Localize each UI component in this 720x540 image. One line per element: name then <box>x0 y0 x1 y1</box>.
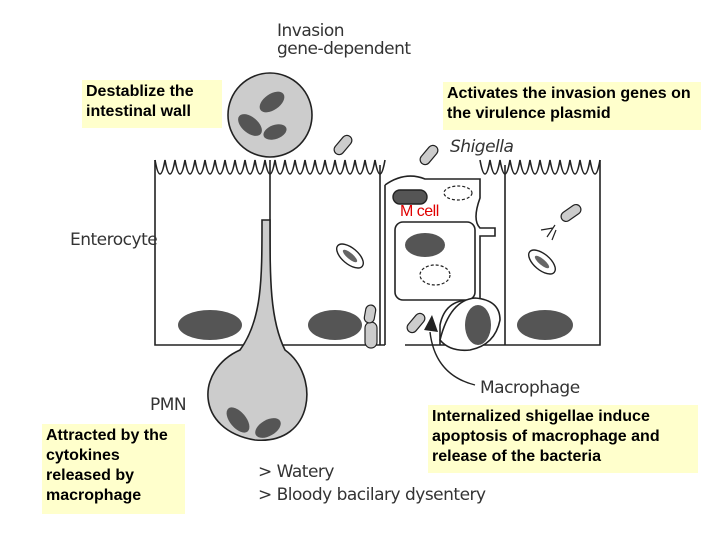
enterocyte-nucleus-2 <box>308 310 362 340</box>
pmn-top-lobe-2 <box>238 114 262 136</box>
vacuole-bacterium <box>419 264 451 286</box>
lumen-bacterium-2 <box>419 144 439 166</box>
macrophage-arrowhead <box>424 315 438 332</box>
internalized-callout: Internalized shigellae induce apoptosis … <box>428 405 698 473</box>
m-cell-label: M cell <box>400 203 439 220</box>
macrophage-label: Macrophage <box>480 378 580 398</box>
basal-bacterium-2 <box>363 304 377 324</box>
flagella <box>540 224 557 241</box>
basal-bacterium-1 <box>364 321 378 349</box>
m-cell-pocket <box>394 221 476 301</box>
pmn-top-lobe-1 <box>259 91 285 113</box>
pmn-bottom-lobe-2 <box>255 418 281 438</box>
pmn-top-lobe-3 <box>263 124 287 140</box>
activates-callout: Activates the invasion genes on the viru… <box>443 82 701 130</box>
m-cell-outline <box>384 175 496 345</box>
shigella-label: Shigella <box>450 137 514 157</box>
mcell-bacterium-1 <box>392 189 428 205</box>
lumen-bacterium-1 <box>333 134 353 156</box>
macrophage-nucleus <box>465 305 491 345</box>
enterocyte-label: Enterocyte <box>70 230 158 250</box>
attracted-callout: Attracted by the cytokines released by m… <box>42 424 185 514</box>
pmn-bottom-lobe-1 <box>226 407 250 433</box>
pmn-bottom <box>207 219 308 441</box>
microvilli-right <box>479 159 601 175</box>
enterocyte-nucleus-3 <box>517 310 573 340</box>
bloody-label: > Bloody bacilary dysentery <box>258 485 486 505</box>
destabilize-callout: Destablize the intestinal wall <box>82 80 222 128</box>
pmn-top <box>227 72 313 158</box>
watery-label: > Watery <box>258 462 334 482</box>
pocket-nucleus <box>405 233 445 257</box>
flagellated-bacterium <box>560 203 582 223</box>
mcell-bacterium-2 <box>443 185 473 201</box>
basal-bacterium-3 <box>406 312 426 334</box>
invasion-label: Invasion gene-dependent <box>277 21 411 59</box>
enterocyte-nucleus-1 <box>178 310 242 340</box>
macrophage-pointer <box>429 331 476 386</box>
pmn-label: PMN <box>150 395 187 415</box>
